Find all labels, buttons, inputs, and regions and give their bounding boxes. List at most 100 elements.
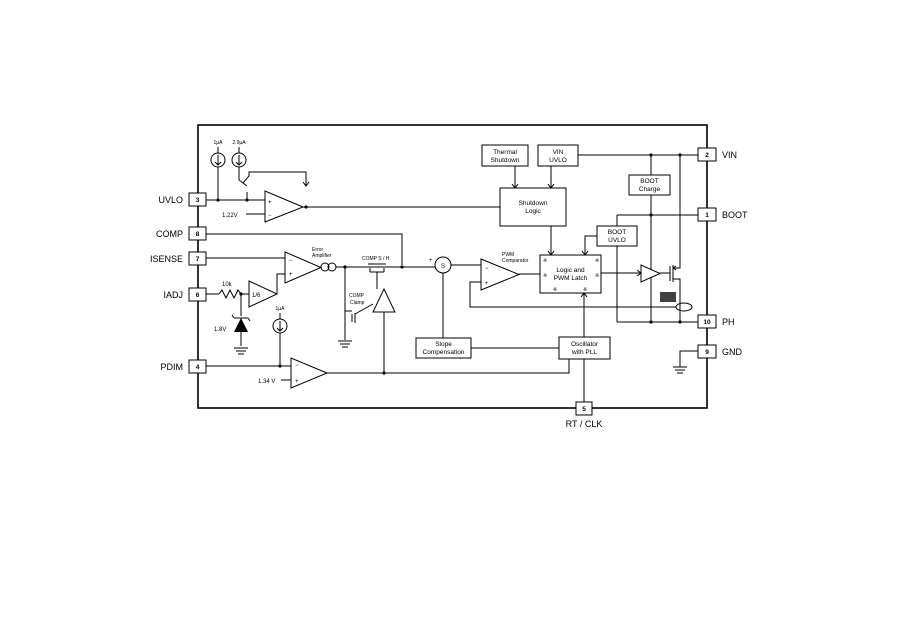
svg-text:+: + bbox=[289, 272, 293, 278]
current-source-1ua: 1µA bbox=[210, 140, 226, 168]
pdim-comparator: − + bbox=[290, 357, 329, 389]
pin-uvlo-number: 3 bbox=[196, 197, 200, 204]
pin-vin: 2 VIN bbox=[697, 147, 737, 162]
svg-text:+: + bbox=[295, 379, 299, 385]
wire-pdim-out bbox=[327, 359, 570, 374]
high-side-mosfet bbox=[669, 155, 681, 322]
pin-uvlo-label: UVLO bbox=[158, 195, 183, 205]
svg-text:UVLO: UVLO bbox=[608, 237, 626, 244]
svg-text:S: S bbox=[441, 264, 445, 270]
svg-text:−: − bbox=[485, 266, 489, 272]
pin-comp-number: 8 bbox=[196, 231, 200, 238]
wire-clamp bbox=[376, 287, 385, 373]
wire-comp-pin bbox=[206, 233, 403, 265]
svg-text:Logic: Logic bbox=[525, 208, 541, 215]
boot-charge-block: BOOT Charge bbox=[628, 174, 671, 196]
current-2-9ua-label: 2.9µA bbox=[232, 140, 246, 146]
ref-1-22v-label: 1.22V bbox=[222, 213, 238, 219]
transconductance-symbol bbox=[320, 262, 337, 272]
pin-uvlo: 3 UVLO bbox=[158, 192, 207, 207]
svg-text:※: ※ bbox=[553, 287, 557, 293]
thermal-shutdown-block: Thermal Shutdown bbox=[481, 144, 529, 167]
comp-clamp-fet bbox=[344, 267, 374, 340]
oscillator-pll-block: Oscillator with PLL bbox=[558, 336, 611, 360]
comp-clamp-label-2: Clamp bbox=[350, 300, 365, 306]
current-source-2-9ua: 2.9µA bbox=[231, 140, 247, 168]
wire-divider-to-ea bbox=[276, 273, 285, 294]
pin-comp: 8 COMP bbox=[156, 226, 207, 241]
svg-text:BOOT: BOOT bbox=[608, 229, 626, 236]
svg-text:Shutdown: Shutdown bbox=[519, 200, 548, 207]
svg-text:−: − bbox=[295, 363, 299, 369]
arrow-hysteresis bbox=[302, 181, 310, 187]
comp-sh-label: COMP S / H bbox=[362, 256, 390, 262]
logic-pwm-latch-block: Logic and PWM Latch ※ ※ ※ ※ ※ ※ bbox=[539, 254, 602, 294]
summing-node: S + bbox=[429, 256, 452, 274]
svg-text:※: ※ bbox=[543, 258, 547, 264]
current-source-pdim: 1µA bbox=[272, 306, 288, 334]
pin-boot-label: BOOT bbox=[722, 210, 748, 220]
svg-text:with PLL: with PLL bbox=[571, 349, 597, 356]
error-amplifier: − + bbox=[284, 251, 323, 284]
pin-iadj-label: IADJ bbox=[163, 290, 183, 300]
comp-sh-switch bbox=[368, 263, 386, 287]
pin-iadj: 6 IADJ bbox=[163, 287, 207, 302]
svg-text:※: ※ bbox=[543, 273, 547, 279]
pin-gnd-number: 9 bbox=[705, 349, 709, 356]
svg-text:10k: 10k bbox=[222, 282, 233, 288]
zener-1-8v: 1.8V bbox=[214, 294, 251, 346]
pwm-comparator: − + bbox=[480, 258, 521, 291]
svg-text:VIN: VIN bbox=[553, 149, 564, 156]
ground-comp-clamp bbox=[338, 340, 352, 348]
pin-isense-number: 7 bbox=[196, 256, 200, 263]
svg-text:−: − bbox=[268, 213, 272, 219]
svg-text:Slope: Slope bbox=[435, 341, 452, 348]
pin-ph-label: PH bbox=[722, 317, 735, 327]
pin-comp-label: COMP bbox=[156, 229, 183, 239]
svg-text:+: + bbox=[429, 258, 433, 264]
svg-text:PWM Latch: PWM Latch bbox=[554, 275, 588, 282]
wire-uvlo-node bbox=[206, 167, 265, 201]
pwm-comp-label-1: PWM bbox=[502, 252, 514, 258]
wire-gnd bbox=[673, 350, 698, 374]
wire-current-top bbox=[217, 147, 240, 153]
pin-gnd: 9 GND bbox=[697, 344, 743, 359]
pin-rtclk-number: 5 bbox=[582, 406, 586, 413]
pin-ph: 10 PH bbox=[697, 314, 735, 329]
divider-buffer: 1/6 bbox=[248, 280, 279, 308]
ground-zener bbox=[234, 347, 248, 355]
pin-boot-number: 1 bbox=[705, 212, 709, 219]
svg-text:Logic and: Logic and bbox=[556, 267, 585, 274]
pin-boot: 1 BOOT bbox=[697, 207, 748, 222]
shutdown-logic-block: Shutdown Logic bbox=[499, 187, 567, 227]
svg-text:※: ※ bbox=[595, 258, 599, 264]
vin-uvlo-block: VIN UVLO bbox=[537, 144, 579, 167]
current-1ua-label: 1µA bbox=[214, 140, 224, 146]
svg-text:−: − bbox=[289, 258, 293, 264]
error-amp-label-2: Amplifier bbox=[312, 253, 332, 259]
ref-1-34v-label: 1.34 V bbox=[258, 379, 275, 385]
pin-isense-label: ISENSE bbox=[150, 254, 183, 264]
pin-gnd-label: GND bbox=[722, 347, 743, 357]
comp-clamp-buffer bbox=[372, 287, 396, 313]
svg-text:BOOT: BOOT bbox=[640, 178, 658, 185]
svg-text:+: + bbox=[268, 200, 272, 206]
svg-text:UVLO: UVLO bbox=[549, 157, 567, 164]
wire-blocks-to-shutdown bbox=[511, 166, 555, 189]
pin-isense: 7 ISENSE bbox=[150, 251, 207, 266]
pin-pdim-label: PDIM bbox=[161, 362, 184, 372]
svg-text:+: + bbox=[485, 281, 489, 287]
wire-osc-to-latch bbox=[580, 292, 588, 337]
svg-text:Thermal: Thermal bbox=[493, 149, 517, 156]
wire-latch-to-driver bbox=[601, 269, 642, 277]
svg-text:1.8V: 1.8V bbox=[214, 327, 226, 333]
comp-clamp-label-1: COMP bbox=[349, 293, 365, 299]
pin-pdim: 4 PDIM bbox=[161, 359, 207, 374]
svg-text:Shutdown: Shutdown bbox=[491, 157, 520, 164]
pin-rtclk-label: RT / CLK bbox=[566, 419, 603, 429]
pin-vin-label: VIN bbox=[722, 150, 737, 160]
resistor-10k: 10k bbox=[218, 282, 249, 300]
svg-text:Charge: Charge bbox=[639, 186, 661, 193]
pin-vin-number: 2 bbox=[705, 152, 709, 159]
